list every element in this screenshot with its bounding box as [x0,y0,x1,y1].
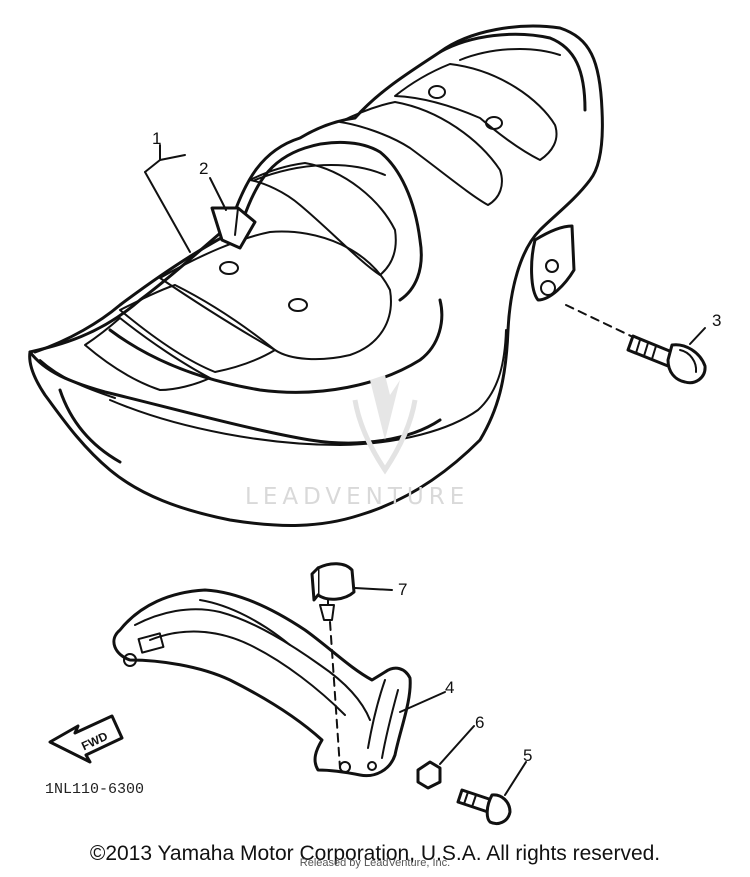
part-code: 1NL110-6300 [45,781,144,798]
callout-1: 1 [152,129,161,148]
callout-7: 7 [398,580,407,599]
bolt-3[interactable] [565,304,707,385]
callout-2: 2 [199,159,208,178]
callout-4: 4 [445,678,454,697]
seat-strap-tab[interactable] [210,206,257,250]
leader-lines [144,144,706,796]
callout-6: 6 [475,713,484,732]
seat-assembly[interactable] [28,24,604,527]
copyright-overlay-text: Released by LeadVenture, Inc. [299,857,451,869]
forward-arrow-icon: FWD [48,714,124,764]
leadventure-watermark: LEADVENTURE [245,375,469,510]
seat-bracket[interactable] [112,588,412,778]
callout-5: 5 [523,746,532,765]
nut-6[interactable] [416,760,442,790]
damper-7[interactable] [310,562,356,769]
watermark-text: LEADVENTURE [245,484,469,510]
callout-3: 3 [712,311,721,330]
bolt-5[interactable] [456,788,512,826]
copyright-notice: ©2013 Yamaha Motor Corporation, U.S.A. A… [89,842,661,865]
